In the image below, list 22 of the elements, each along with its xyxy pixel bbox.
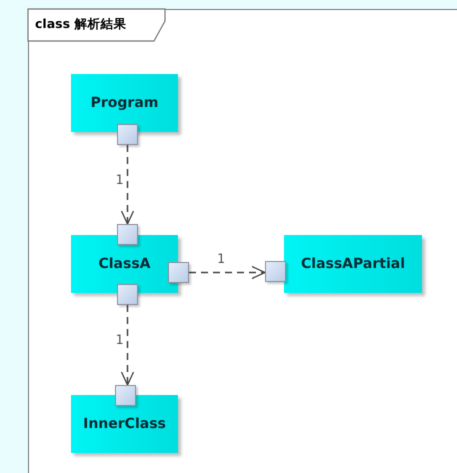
class-name: Program	[90, 95, 158, 111]
class-box	[71, 74, 178, 132]
multiplicity-label: 1	[116, 172, 124, 188]
port-square	[265, 261, 286, 282]
dashed-arrow	[120, 305, 134, 386]
port-square	[168, 262, 189, 283]
diagram-frame	[28, 9, 457, 473]
multiplicity-label: 1	[217, 252, 225, 266]
class-box	[284, 235, 422, 293]
class-box	[71, 235, 178, 293]
frame-title: class 解析結果	[35, 16, 126, 33]
port-square	[117, 284, 138, 305]
class-box	[71, 395, 178, 453]
dashed-arrow	[189, 266, 266, 280]
class-name: ClassA	[98, 256, 151, 272]
class-name: InnerClass	[83, 416, 166, 432]
dashed-arrow	[120, 145, 134, 225]
class-name: ClassAPartial	[301, 256, 405, 272]
port-square	[117, 124, 138, 145]
port-square	[117, 224, 138, 245]
port-square	[115, 385, 136, 406]
multiplicity-label: 1	[116, 333, 124, 348]
